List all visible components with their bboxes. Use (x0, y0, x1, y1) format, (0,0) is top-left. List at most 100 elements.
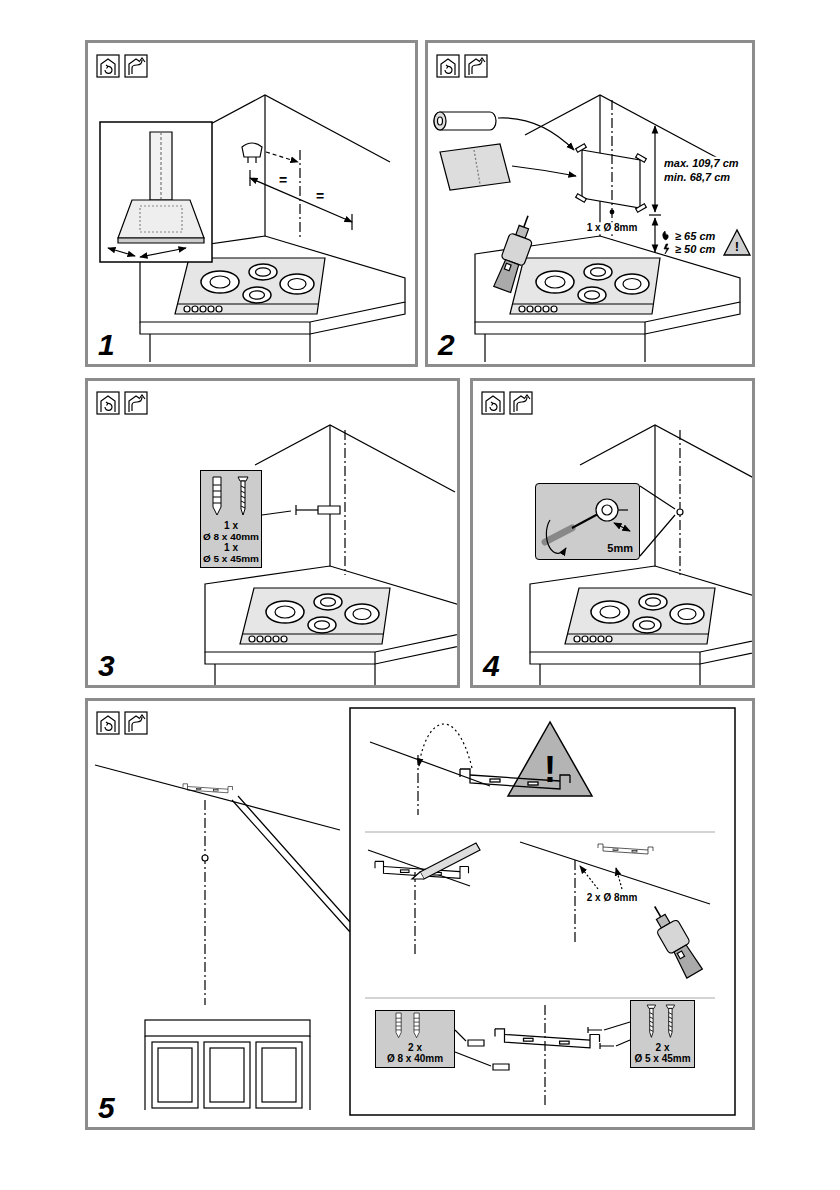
ceiling-scene (204, 800, 205, 1005)
kitchen-scene (530, 425, 752, 685)
bracket-inset (520, 842, 710, 904)
fixing-spec: 1 x (224, 542, 238, 553)
ceiling-scene (183, 784, 233, 793)
ceiling-scene (202, 855, 208, 861)
fixings-icons (213, 477, 248, 515)
screw-detail (618, 509, 628, 510)
ceiling-scene (95, 765, 350, 1110)
fixing-spec: Ø 5 x 45mm (203, 553, 259, 564)
fixing-spec: 2 x (408, 1042, 422, 1053)
height-dimension (649, 214, 661, 215)
screw-detail (602, 505, 612, 515)
bracket-inset (604, 1022, 630, 1046)
tape-and-template (434, 112, 496, 130)
mode-icons (97, 712, 147, 734)
height-dimension (663, 231, 669, 240)
fixing-spec: Ø 8 x 40mm (203, 531, 259, 542)
screw-detail (535, 483, 640, 560)
fixings-callout: 2 xØ 8 x 40mm (375, 1010, 455, 1068)
tape-and-template (434, 100, 646, 240)
tape-and-template (611, 100, 612, 240)
ceiling-scene (262, 1048, 296, 1102)
mode-icons (97, 392, 147, 414)
hood-inset (140, 248, 186, 257)
drill (645, 900, 705, 980)
drill (491, 212, 540, 294)
bracket-inset (493, 1064, 509, 1070)
step-number: 5 (98, 1093, 115, 1123)
step-panel: 2 (425, 40, 755, 367)
bracket-inset (468, 1040, 484, 1046)
fixing-spec: 2 x (656, 1042, 670, 1053)
bracket-inset (588, 1027, 602, 1033)
bracket-inset (419, 724, 472, 768)
fixings-icons (213, 477, 221, 515)
screw-detail (545, 528, 572, 542)
socket-position (266, 152, 298, 162)
fixings-icons (396, 1013, 401, 1038)
equal-mark: = (316, 188, 324, 204)
screw-detail (535, 430, 683, 575)
mode-icons (437, 55, 487, 77)
drill (491, 212, 540, 294)
fixing-spec: Ø 8 x 40mm (387, 1053, 443, 1064)
bracket-inset (580, 866, 598, 889)
hood-inset (118, 238, 204, 243)
fixings-callout: 2 xØ 5 x 45mm (630, 1000, 695, 1068)
bracket-inset (455, 1030, 491, 1066)
drill-spec: 1 x Ø 8mm (585, 222, 640, 234)
screw-detail (546, 520, 566, 553)
mode-icons (437, 55, 487, 77)
hood-inset (160, 132, 161, 200)
mode-icons (482, 392, 532, 414)
step-number: 1 (98, 330, 115, 360)
tape-and-template (576, 144, 587, 152)
height-dimension (664, 244, 669, 254)
wall-plug (296, 509, 318, 510)
wall-plug (200, 430, 345, 575)
screw-detail (640, 486, 675, 556)
step-number: 4 (483, 651, 500, 681)
tape-and-template (512, 166, 576, 176)
drill-spec: 2 x Ø 8mm (585, 892, 640, 904)
bracket-inset (598, 844, 653, 854)
tape-and-template (474, 150, 480, 184)
detail-inset: 5mm (535, 483, 640, 560)
hood-inset (108, 248, 135, 256)
tape-and-template (610, 210, 614, 214)
bracket-inset (417, 755, 418, 815)
bracket-inset (600, 1043, 614, 1049)
wall-plug (262, 511, 291, 515)
bracket-inset (616, 868, 622, 889)
clearance-label: ≥ 50 cm (673, 243, 717, 256)
bracket-inset (370, 742, 490, 786)
wall-plug (295, 505, 296, 515)
dimension-label: max. 109,7 cm (662, 157, 741, 170)
step-panel: 4 5mm (470, 378, 755, 688)
tape-and-template (576, 194, 587, 202)
ceiling-scene (210, 1048, 244, 1102)
bracket-inset (544, 1005, 545, 1105)
bracket-inset (630, 1000, 695, 1068)
fixings-icons (666, 1005, 675, 1037)
mode-icons (482, 392, 532, 414)
step-number: 2 (438, 330, 455, 360)
tape-and-template (582, 150, 640, 208)
wall-plug (344, 430, 345, 575)
ceiling-scene (204, 1042, 250, 1108)
tape-and-template (438, 117, 443, 125)
ceiling-scene (256, 1042, 302, 1108)
bracket-inset (412, 872, 424, 879)
hood-inset (100, 122, 212, 262)
tape-and-template (434, 112, 446, 130)
equal-mark: = (279, 172, 287, 188)
mode-icons (97, 392, 147, 414)
tape-and-template (636, 204, 647, 212)
fixings-callout: 1 xØ 8 x 40mm1 xØ 5 x 45mm (200, 470, 262, 568)
screw-detail (677, 509, 683, 515)
screw-detail (679, 430, 680, 575)
bracket-inset (414, 872, 415, 955)
ceiling-scene (95, 765, 340, 830)
bracket-inset (508, 722, 592, 796)
socket-position (250, 178, 352, 222)
